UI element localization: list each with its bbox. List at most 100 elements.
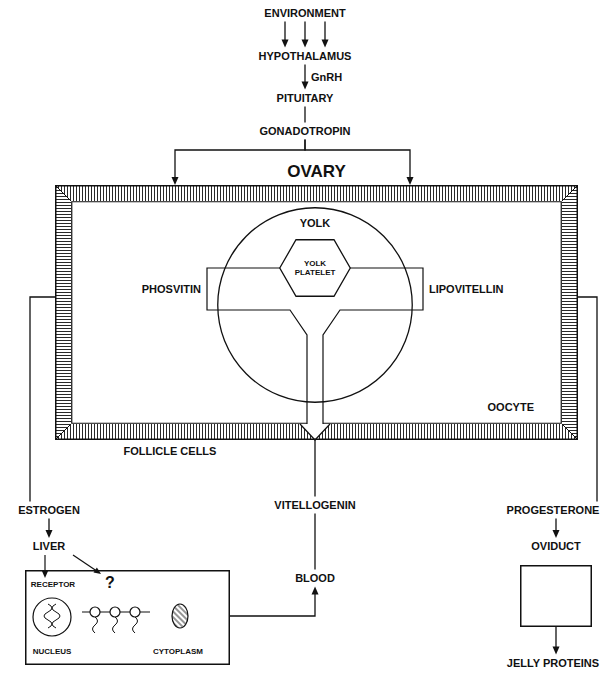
connector bbox=[578, 297, 597, 502]
oviduct-outline bbox=[521, 566, 592, 627]
node-label: YOLK bbox=[300, 217, 331, 230]
ribosome bbox=[110, 607, 120, 617]
connector-line bbox=[304, 22, 305, 42]
oocyte-box: OOCYTEYOLKYOLK PLATELET bbox=[71, 201, 562, 424]
flow-step: ESTROGEN bbox=[16, 503, 82, 518]
question-mark: ? bbox=[105, 574, 115, 592]
hatch-band bbox=[562, 185, 578, 440]
liver-outline bbox=[26, 571, 230, 665]
hatch-band bbox=[55, 185, 71, 440]
corner-line bbox=[55, 424, 71, 440]
connector-line bbox=[555, 627, 556, 649]
phosvitin-bracket bbox=[207, 268, 307, 424]
arrowhead bbox=[407, 177, 414, 185]
flow-step: PROGESTERONE bbox=[505, 503, 602, 518]
connector bbox=[305, 107, 306, 123]
oocyte-box-shape bbox=[71, 201, 562, 424]
flow-step: HYPOTHALAMUS bbox=[257, 49, 354, 64]
connector bbox=[46, 519, 53, 539]
connector-line bbox=[324, 22, 325, 42]
connector-line bbox=[314, 514, 315, 570]
connector bbox=[322, 22, 329, 48]
flow-text: HYPOTHALAMUS bbox=[259, 50, 352, 63]
flow-text: PROGESTERONE bbox=[507, 504, 600, 517]
connector bbox=[553, 519, 560, 539]
flow-step: PITUITARY bbox=[275, 91, 336, 106]
yolk-circle-shape bbox=[217, 207, 413, 403]
flow-step: BLOOD bbox=[293, 571, 337, 586]
flow-step: JELLY PROTEINS bbox=[505, 656, 601, 671]
part-label: PHOSVITIN bbox=[142, 283, 201, 296]
nucleus-circle bbox=[33, 598, 71, 636]
peptide-chain bbox=[93, 617, 98, 633]
arrowhead bbox=[302, 82, 309, 90]
arrowhead bbox=[282, 40, 289, 48]
liver-cell-box-shape bbox=[25, 538, 230, 665]
lipovitellin-bracket bbox=[323, 268, 423, 424]
node-heading: OVIDUCT bbox=[531, 540, 581, 553]
connector bbox=[553, 627, 560, 655]
connector-line bbox=[304, 107, 305, 123]
corner-line bbox=[562, 424, 578, 440]
connector bbox=[315, 514, 316, 570]
yolk-outline bbox=[218, 208, 413, 403]
liver-cell-drawing bbox=[33, 555, 188, 636]
part-label: RECEPTOR bbox=[31, 580, 75, 590]
connector bbox=[302, 65, 309, 90]
connector bbox=[172, 140, 306, 186]
flow-text: JELLY PROTEINS bbox=[507, 657, 599, 670]
band-label: FOLLICLE CELLS bbox=[124, 445, 217, 458]
flow-text: PITUITARY bbox=[277, 92, 334, 105]
dna-helix bbox=[44, 604, 52, 628]
arrowhead bbox=[312, 587, 319, 595]
part-label: LIPOVITELLIN bbox=[429, 283, 504, 296]
node-heading: OVARY bbox=[287, 162, 346, 182]
hatch-band bbox=[55, 185, 578, 201]
flow-text: BLOOD bbox=[295, 572, 335, 585]
leader-arrow bbox=[73, 555, 96, 571]
signal-label: GnRH bbox=[311, 71, 342, 84]
golgi-vesicle bbox=[172, 604, 188, 628]
hatch-ground bbox=[55, 185, 71, 440]
ribosome bbox=[130, 607, 140, 617]
hatch-band bbox=[55, 424, 578, 440]
connector bbox=[282, 22, 289, 48]
funnel-ground bbox=[300, 424, 330, 440]
flow-text: VITELLOGENIN bbox=[274, 499, 355, 512]
flow-text: ESTROGEN bbox=[18, 504, 80, 517]
connector-line bbox=[314, 440, 315, 497]
oviduct-box: OVIDUCT bbox=[520, 538, 592, 627]
hexagon-outline bbox=[280, 240, 351, 297]
connector bbox=[302, 22, 309, 48]
connector-line bbox=[230, 593, 315, 617]
hatch-ground bbox=[562, 185, 578, 440]
ovary-box: OVARYOOCYTEYOLKYOLK PLATELET bbox=[55, 185, 578, 440]
peptide-chain bbox=[133, 617, 138, 633]
corner-line bbox=[55, 185, 71, 201]
peptide-chain bbox=[113, 617, 118, 633]
ribosome bbox=[90, 607, 100, 617]
arrowhead bbox=[553, 647, 560, 655]
part-label: NUCLEUS bbox=[33, 647, 72, 657]
node-label: YOLK PLATELET bbox=[292, 259, 338, 277]
arrowhead bbox=[46, 530, 53, 538]
flow-step: GONADOTROPIN bbox=[257, 124, 352, 139]
connector-line bbox=[30, 297, 55, 502]
connector-line bbox=[175, 140, 305, 180]
oocyte-outline bbox=[72, 202, 562, 424]
arrowhead bbox=[553, 530, 560, 538]
flow-text: GONADOTROPIN bbox=[259, 125, 350, 138]
arrowhead bbox=[322, 40, 329, 48]
arrowhead bbox=[172, 177, 179, 185]
connector bbox=[315, 440, 316, 497]
funnel-tip bbox=[300, 424, 330, 440]
follicle-cell-band bbox=[55, 185, 578, 440]
flow-text: ENVIRONMENT bbox=[264, 7, 345, 20]
connector-line bbox=[48, 519, 49, 533]
yolk-platelet-hexagon: YOLK PLATELET bbox=[279, 239, 351, 297]
connector-line bbox=[578, 297, 597, 502]
connector-line bbox=[304, 65, 305, 84]
arrowhead bbox=[302, 40, 309, 48]
part-label: CYTOPLASM bbox=[153, 647, 203, 657]
